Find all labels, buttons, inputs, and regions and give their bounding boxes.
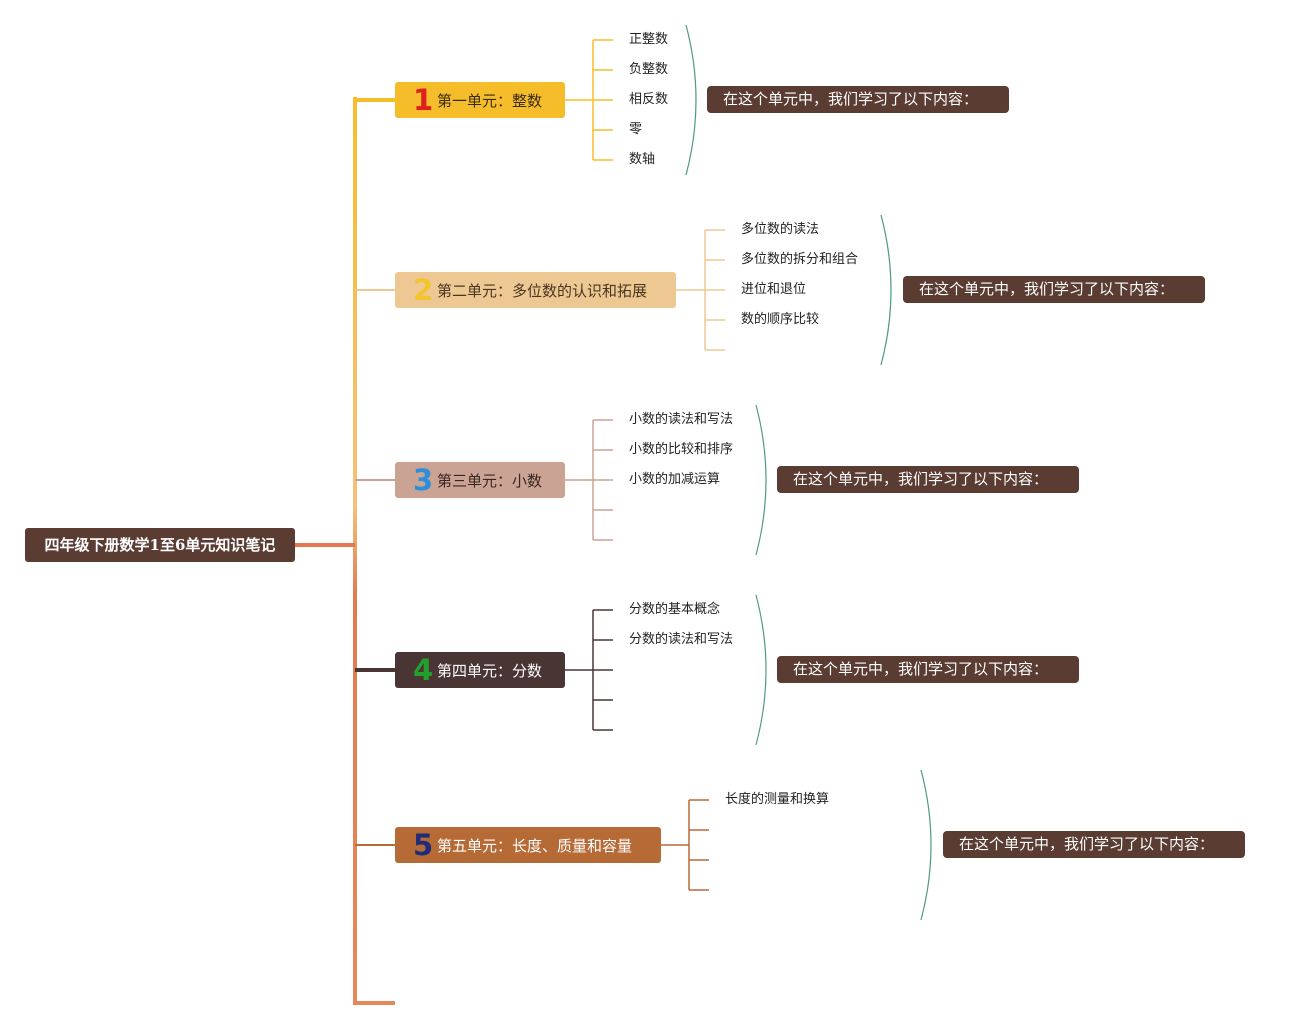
summary-box-5[interactable]: 在这个单元中，我们学习了以下内容： (943, 831, 1245, 858)
topic-item[interactable]: 分数的基本概念 (629, 602, 721, 617)
topic-item[interactable]: 多位数的拆分和组合 (741, 252, 859, 267)
summary-brace-4 (755, 594, 767, 746)
topic-item[interactable]: 数轴 (629, 152, 656, 167)
summary-box-2[interactable]: 在这个单元中，我们学习了以下内容： (903, 276, 1205, 303)
topic-item[interactable]: 数的顺序比较 (741, 312, 820, 327)
summary-box-3[interactable]: 在这个单元中，我们学习了以下内容： (777, 466, 1079, 493)
topic-item[interactable]: 长度的测量和换算 (725, 792, 830, 807)
summary-brace-2 (880, 214, 892, 366)
topic-item[interactable]: 分数的读法和写法 (629, 632, 734, 647)
topic-item[interactable]: 小数的比较和排序 (629, 442, 734, 457)
unit-number: 1 (413, 83, 434, 117)
unit-title: 第三单元：小数 (437, 471, 543, 490)
unit-title: 第四单元：分数 (437, 661, 543, 680)
unit-number: 2 (413, 273, 434, 307)
topic-item[interactable]: 小数的读法和写法 (629, 412, 734, 427)
topic-item[interactable]: 多位数的读法 (741, 222, 820, 237)
topic-item[interactable]: 进位和退位 (741, 282, 807, 297)
unit-title: 第二单元：多位数的认识和拓展 (437, 281, 648, 300)
unit-number: 4 (413, 653, 434, 687)
topic-item[interactable]: 小数的加减运算 (629, 472, 721, 487)
summary-box-1[interactable]: 在这个单元中，我们学习了以下内容： (707, 86, 1009, 113)
topic-item[interactable]: 负整数 (629, 62, 669, 77)
unit-number: 3 (413, 463, 434, 497)
unit-number: 5 (413, 828, 434, 862)
summary-brace-1 (685, 24, 697, 176)
spine-line (353, 97, 357, 1005)
topic-item[interactable]: 零 (629, 122, 643, 137)
root-node[interactable]: 四年级下册数学1至6单元知识笔记 (25, 528, 295, 562)
summary-box-4[interactable]: 在这个单元中，我们学习了以下内容： (777, 656, 1079, 683)
unit-title: 第五单元：长度、质量和容量 (437, 836, 633, 855)
summary-brace-3 (755, 404, 767, 556)
topic-item[interactable]: 相反数 (629, 92, 669, 107)
summary-brace-5 (920, 769, 932, 921)
topic-item[interactable]: 正整数 (629, 32, 669, 47)
unit-title: 第一单元：整数 (437, 91, 543, 110)
